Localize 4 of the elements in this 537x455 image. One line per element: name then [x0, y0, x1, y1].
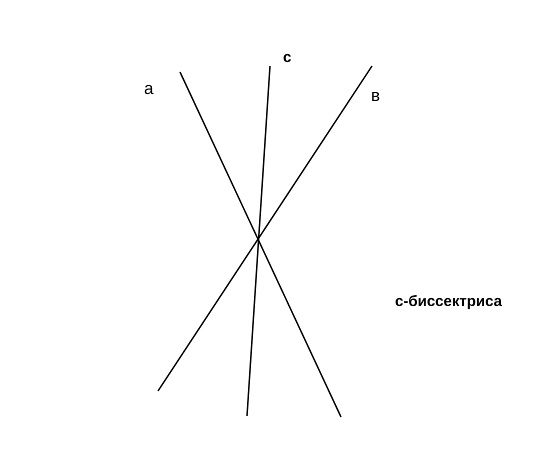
note-text: с-биссектриса	[395, 294, 502, 309]
line-label: c	[283, 50, 292, 65]
line-label: в	[371, 87, 380, 104]
line-label: a	[144, 80, 154, 97]
